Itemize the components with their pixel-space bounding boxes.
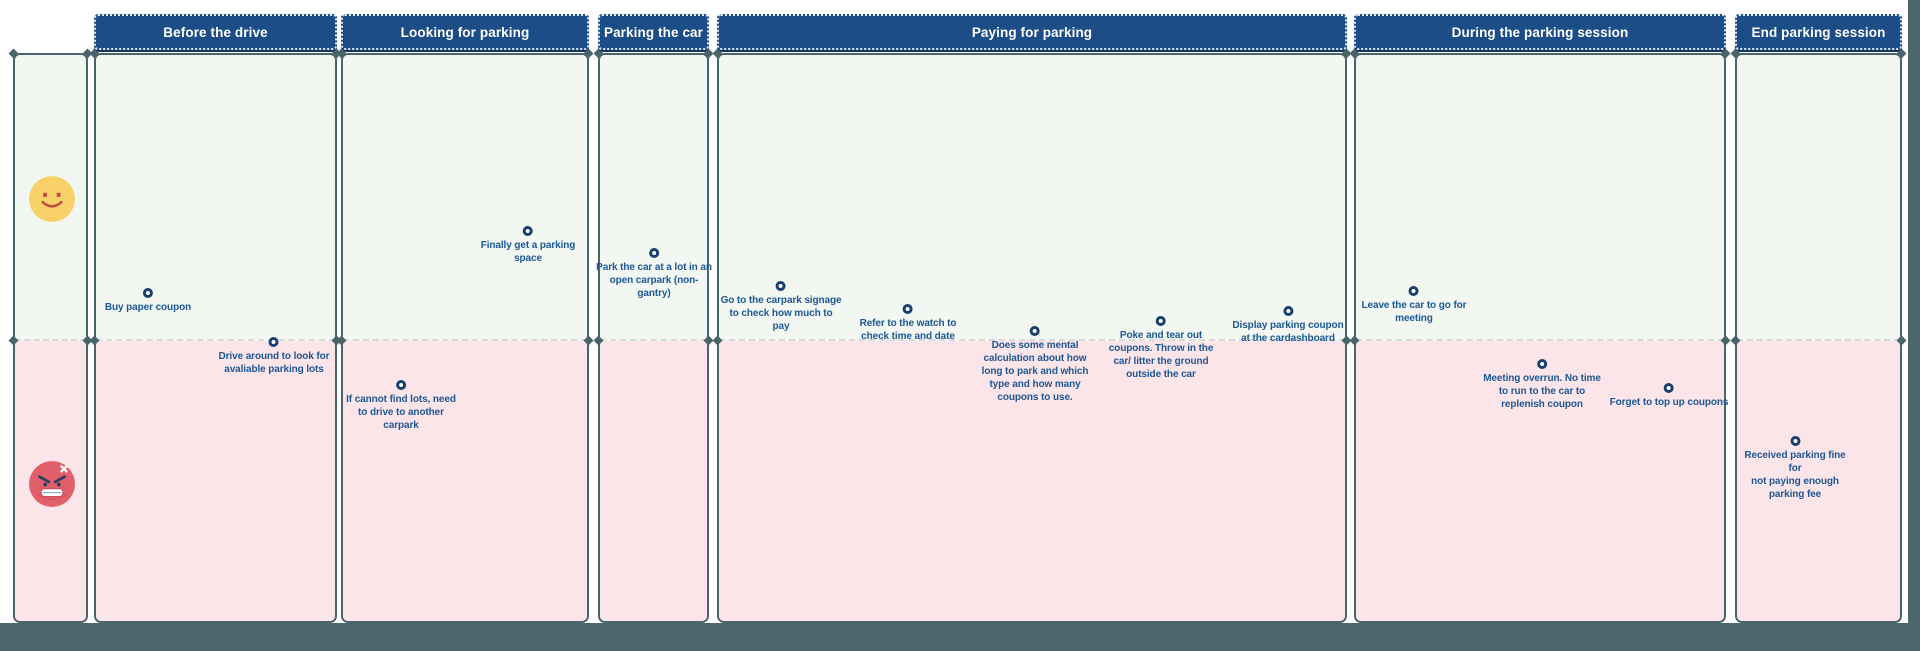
positive-band [600, 55, 707, 341]
journey-point-marker [1663, 383, 1674, 393]
stage-header-before-the-drive[interactable]: Before the drive [94, 14, 337, 50]
journey-note-label: Refer to the watch to check time and dat… [859, 318, 957, 342]
journey-point-marker [1029, 326, 1040, 336]
stage-header-label: Looking for parking [400, 24, 530, 40]
journey-note-label: Does some mental calculation about how l… [981, 340, 1089, 403]
journey-note-label: Finally get a parking space [480, 240, 576, 264]
stage-header-label: End parking session [1751, 24, 1886, 40]
stage-header-end-parking-session[interactable]: End parking session [1735, 14, 1902, 50]
journey-point-marker [1283, 306, 1293, 316]
journey-point-marker [902, 304, 913, 314]
stage-column-parking-the-car[interactable] [598, 53, 709, 623]
negative-band [1356, 341, 1724, 621]
journey-note-label: Park the car at a lot in an open carpark… [596, 262, 712, 299]
sentiment-divider [1356, 339, 1724, 341]
negative-band [343, 341, 587, 621]
journey-note-label: Forget to top up coupons [1609, 397, 1729, 408]
journey-note-check-signage[interactable]: Go to the carpark signage to check how m… [721, 281, 842, 333]
stage-header-label: Paying for parking [971, 24, 1093, 40]
journey-note-meeting-overrun[interactable]: Meeting overrun. No time to run to the c… [1483, 359, 1601, 411]
journey-point-marker [1156, 316, 1166, 326]
journey-point-marker [649, 248, 659, 258]
journey-note-cannot-find-lots[interactable]: If cannot find lots, need to drive to an… [346, 380, 456, 432]
positive-band [1737, 55, 1900, 341]
journey-note-display-coupon[interactable]: Display parking coupon at the cardashboa… [1232, 306, 1344, 345]
stage-column-end-parking-session[interactable] [1735, 53, 1902, 623]
journey-note-refer-watch[interactable]: Refer to the watch to check time and dat… [859, 304, 957, 343]
stage-column-during-the-parking-session[interactable] [1354, 53, 1726, 623]
sentiment-divider [719, 339, 1345, 341]
journey-point-marker [1790, 436, 1800, 446]
negative-band [600, 341, 707, 621]
journey-point-marker [523, 226, 533, 236]
sentiment-divider [96, 339, 335, 341]
positive-band [343, 55, 587, 341]
sentiment-divider [15, 339, 86, 341]
negative-band [96, 341, 335, 621]
journey-note-label: Drive around to look for avaliable parki… [218, 351, 330, 375]
journey-point-marker [1408, 286, 1419, 296]
positive-band [96, 55, 335, 341]
sentiment-divider [343, 339, 587, 341]
emotion-legend-column[interactable] [13, 53, 88, 623]
negative-band [719, 341, 1345, 621]
journey-note-parking-fine[interactable]: Received parking fine for not paying eno… [1739, 436, 1852, 501]
stage-header-parking-the-car[interactable]: Parking the car [598, 14, 709, 50]
positive-band [719, 55, 1345, 341]
stage-header-looking-for-parking[interactable]: Looking for parking [341, 14, 589, 50]
stage-header-label: Parking the car [603, 24, 704, 40]
journey-note-label: Display parking coupon at the cardashboa… [1232, 320, 1344, 344]
journey-map-frame: Before the drive Looking for parking Par… [0, 0, 1908, 623]
journey-note-label: Go to the carpark signage to check how m… [720, 295, 842, 332]
happy-face-icon [29, 176, 75, 222]
happy-face-emoji[interactable] [27, 174, 77, 224]
angry-face-emoji[interactable] [27, 459, 77, 509]
angry-face-icon [29, 461, 75, 507]
stage-column-before-the-drive[interactable] [94, 53, 337, 623]
stage-header-paying-for-parking[interactable]: Paying for parking [717, 14, 1347, 50]
stage-header-label: Before the drive [163, 24, 268, 40]
stage-header-during-the-parking-session[interactable]: During the parking session [1354, 14, 1726, 50]
journey-note-poke-tear-coupons[interactable]: Poke and tear out coupons. Throw in the … [1108, 316, 1214, 381]
journey-note-label: Leave the car to go for meeting [1361, 300, 1467, 324]
journey-note-park-open-carpark[interactable]: Park the car at a lot in an open carpark… [596, 248, 712, 300]
journey-note-mental-calculation[interactable]: Does some mental calculation about how l… [981, 326, 1089, 404]
sentiment-divider [1737, 339, 1900, 341]
stage-header-label: During the parking session [1451, 24, 1629, 40]
journey-note-drive-around[interactable]: Drive around to look for avaliable parki… [219, 337, 330, 376]
journey-note-finally-get-space[interactable]: Finally get a parking space [480, 226, 576, 265]
journey-point-marker [268, 337, 279, 347]
negative-band [1737, 341, 1900, 621]
journey-note-label: Poke and tear out coupons. Throw in the … [1108, 330, 1214, 380]
journey-note-label: Buy paper coupon [104, 302, 192, 313]
stage-column-paying-for-parking[interactable] [717, 53, 1347, 623]
journey-note-forget-top-up[interactable]: Forget to top up coupons [1609, 383, 1729, 409]
journey-point-marker [143, 288, 153, 298]
journey-point-marker [395, 380, 406, 390]
sentiment-divider [600, 339, 707, 341]
journey-note-label: Received parking fine for not paying eno… [1744, 450, 1846, 500]
journey-point-marker [776, 281, 786, 291]
journey-point-marker [1537, 359, 1547, 369]
stage-column-looking-for-parking[interactable] [341, 53, 589, 623]
journey-note-leave-for-meeting[interactable]: Leave the car to go for meeting [1362, 286, 1467, 325]
journey-note-label: If cannot find lots, need to drive to an… [346, 394, 456, 431]
journey-note-label: Meeting overrun. No time to run to the c… [1483, 373, 1601, 410]
journey-note-buy-paper-coupon[interactable]: Buy paper coupon [105, 288, 191, 314]
